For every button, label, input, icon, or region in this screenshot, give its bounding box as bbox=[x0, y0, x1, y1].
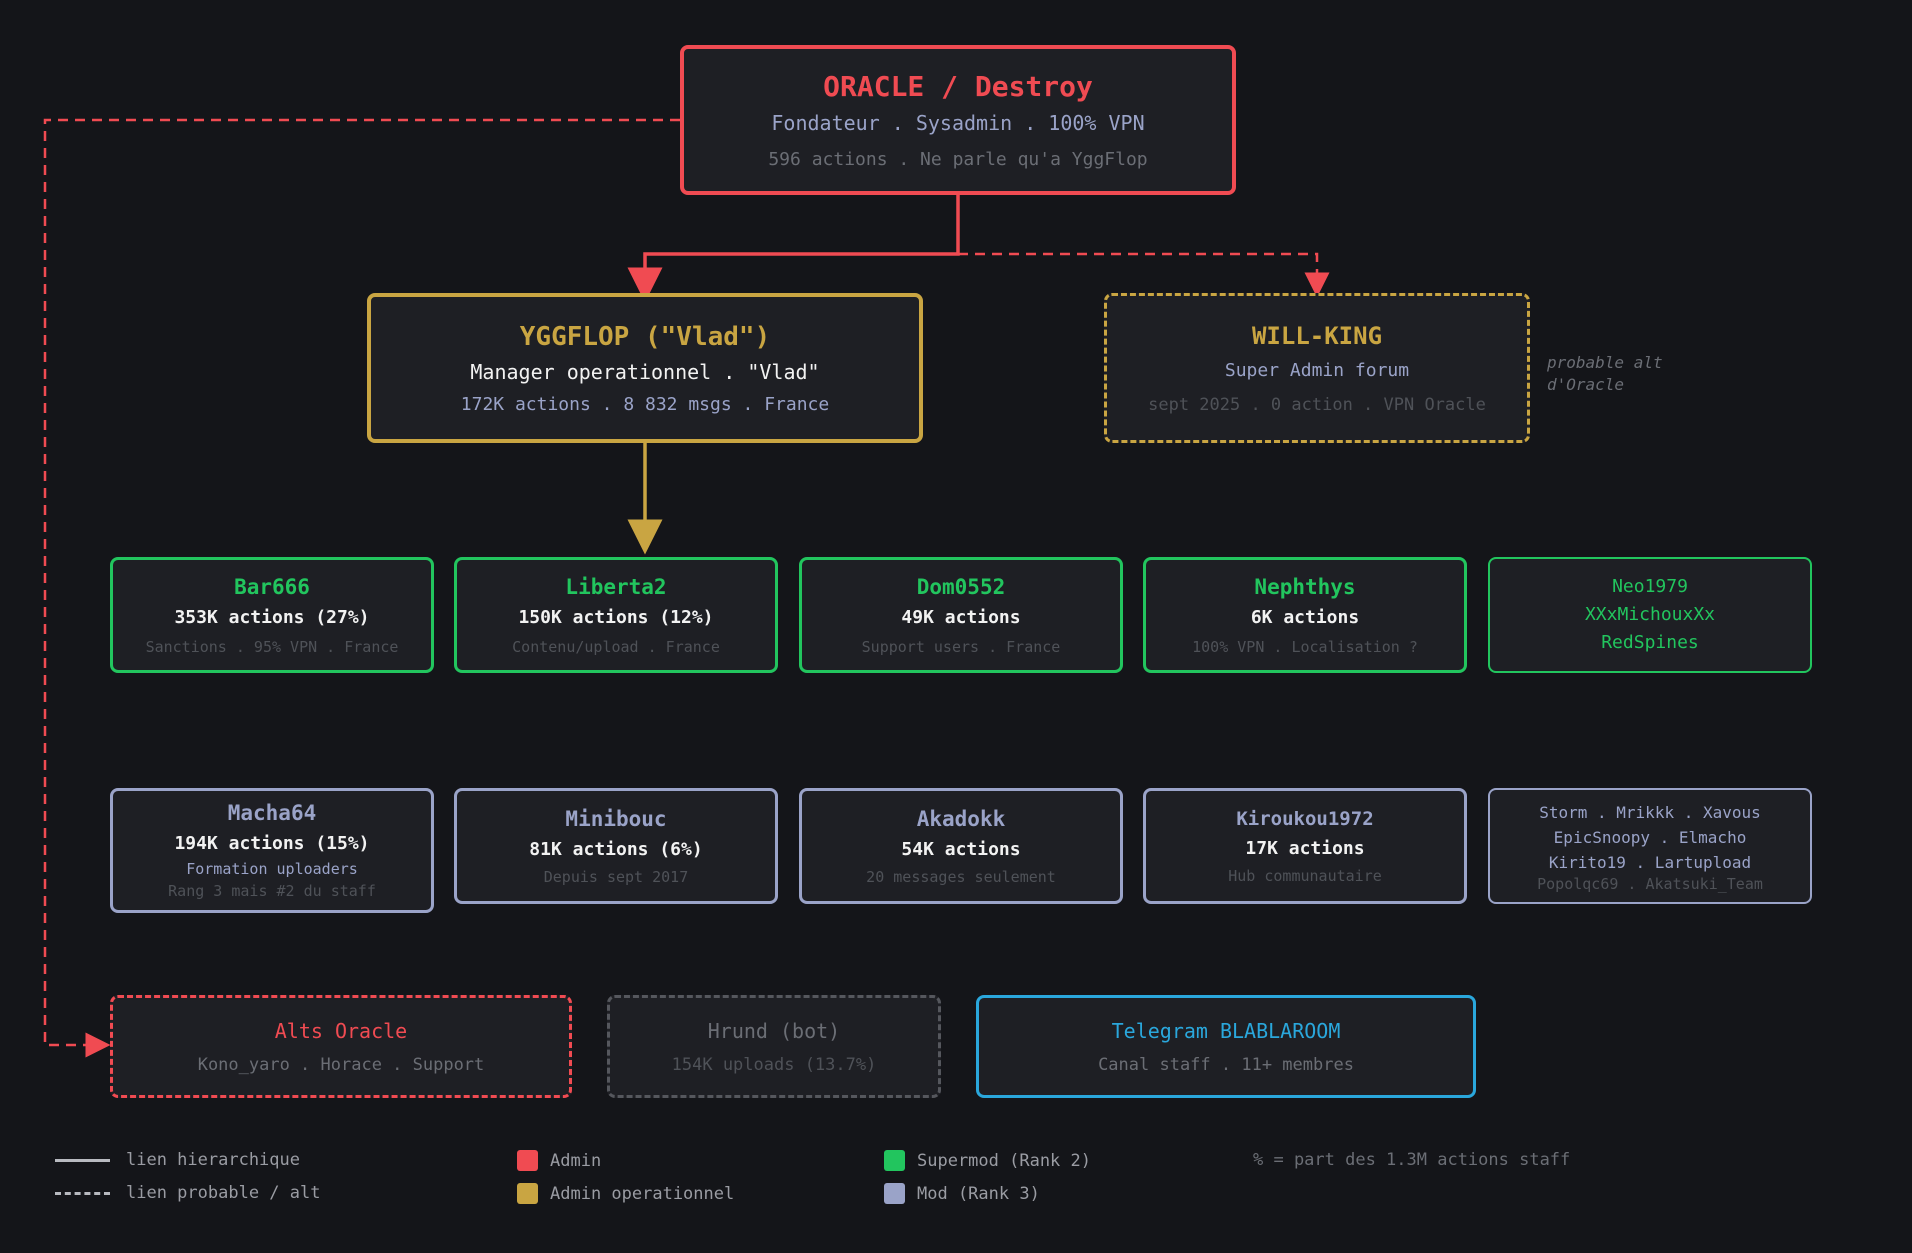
legend-solid: lien hierarchique bbox=[55, 1150, 300, 1170]
node-supermod-dom0552: Dom0552 49K actions Support users . Fran… bbox=[799, 557, 1123, 673]
supermod-meta: Contenu/upload . France bbox=[512, 637, 720, 656]
node-mod-macha64: Macha64 194K actions (15%) Formation upl… bbox=[110, 788, 434, 913]
telegram-meta: Canal staff . 11+ membres bbox=[1098, 1054, 1354, 1075]
mod-actions: 81K actions (6%) bbox=[529, 838, 703, 860]
legend-admin: Admin bbox=[517, 1150, 601, 1171]
supermod-name: Nephthys bbox=[1254, 574, 1356, 599]
alts-meta: Kono_yaro . Horace . Support bbox=[197, 1054, 485, 1075]
node-hrund-bot: Hrund (bot) 154K uploads (13.7%) bbox=[607, 995, 941, 1098]
supermod-other-name: RedSpines bbox=[1601, 632, 1699, 653]
willking-title: WILL-KING bbox=[1251, 321, 1383, 350]
mod-name: Kiroukou1972 bbox=[1236, 807, 1374, 830]
node-willking: WILL-KING Super Admin forum sept 2025 . … bbox=[1104, 293, 1530, 443]
supermod-name: Liberta2 bbox=[565, 574, 667, 599]
node-supermod-liberta2: Liberta2 150K actions (12%) Contenu/uplo… bbox=[454, 557, 778, 673]
mod-meta-secondary: Rang 3 mais #2 du staff bbox=[168, 882, 376, 900]
supermod-name: Dom0552 bbox=[916, 574, 1006, 599]
mod-name: Minibouc bbox=[565, 806, 667, 831]
supermod-meta: Support users . France bbox=[861, 637, 1061, 656]
willking-note-line1: probable alt bbox=[1547, 353, 1663, 372]
mod-other-names: Kirito19 . Lartupload bbox=[1548, 852, 1752, 872]
mod-meta: Hub communautaire bbox=[1228, 866, 1382, 885]
legend-solid-line bbox=[55, 1158, 110, 1162]
legend-supermod-swatch bbox=[884, 1150, 905, 1171]
mod-other-names: EpicSnoopy . Elmacho bbox=[1553, 827, 1747, 847]
oracle-meta: 596 actions . Ne parle qu'a YggFlop bbox=[768, 149, 1148, 170]
mod-name: Akadokk bbox=[916, 806, 1006, 831]
legend-dashed-label: lien probable / alt bbox=[126, 1183, 321, 1203]
node-supermod-bar666: Bar666 353K actions (27%) Sanctions . 95… bbox=[110, 557, 434, 673]
yggflop-title: YGGFLOP ("Vlad") bbox=[519, 321, 771, 352]
node-telegram: Telegram BLABLAROOM Canal staff . 11+ me… bbox=[976, 995, 1476, 1098]
legend-admin-op-swatch bbox=[517, 1183, 538, 1204]
hrund-title: Hrund (bot) bbox=[707, 1018, 841, 1043]
node-supermod-nephthys: Nephthys 6K actions 100% VPN . Localisat… bbox=[1143, 557, 1467, 673]
supermod-actions: 6K actions bbox=[1250, 606, 1360, 628]
node-alts-oracle: Alts Oracle Kono_yaro . Horace . Support bbox=[110, 995, 572, 1098]
supermod-name: Bar666 bbox=[234, 574, 310, 599]
legend-note-label: % = part des 1.3M actions staff bbox=[1253, 1150, 1571, 1170]
supermod-actions: 49K actions bbox=[901, 606, 1021, 628]
legend-admin-op: Admin operationnel bbox=[517, 1183, 734, 1204]
legend-supermod-label: Supermod (Rank 2) bbox=[917, 1150, 1091, 1171]
willking-note-line2: d'Oracle bbox=[1547, 375, 1625, 394]
supermod-meta: 100% VPN . Localisation ? bbox=[1192, 637, 1418, 656]
node-mod-minibouc: Minibouc 81K actions (6%) Depuis sept 20… bbox=[454, 788, 778, 904]
legend-mod: Mod (Rank 3) bbox=[884, 1183, 1040, 1204]
legend-note: % = part des 1.3M actions staff bbox=[1253, 1150, 1570, 1170]
mod-name: Macha64 bbox=[227, 801, 317, 825]
mod-actions: 54K actions bbox=[901, 838, 1021, 860]
yggflop-meta: 172K actions . 8 832 msgs . France bbox=[460, 393, 830, 415]
legend-dashed: lien probable / alt bbox=[55, 1183, 320, 1203]
node-yggflop: YGGFLOP ("Vlad") Manager operationnel . … bbox=[367, 293, 923, 443]
node-mod-kiroukou1972: Kiroukou1972 17K actions Hub communautai… bbox=[1143, 788, 1467, 904]
yggflop-role: Manager operationnel . "Vlad" bbox=[470, 359, 820, 384]
supermod-actions: 353K actions (27%) bbox=[174, 606, 370, 628]
node-oracle: ORACLE / Destroy Fondateur . Sysadmin . … bbox=[680, 45, 1236, 195]
legend-admin-op-label: Admin operationnel bbox=[550, 1183, 735, 1204]
legend-admin-swatch bbox=[517, 1150, 538, 1171]
node-mod-akadokk: Akadokk 54K actions 20 messages seulemen… bbox=[799, 788, 1123, 904]
alts-title: Alts Oracle bbox=[274, 1018, 408, 1043]
legend-mod-swatch bbox=[884, 1183, 905, 1204]
willking-role: Super Admin forum bbox=[1224, 359, 1410, 381]
mod-meta: Depuis sept 2017 bbox=[543, 867, 689, 886]
willking-note: probable alt d'Oracle bbox=[1547, 352, 1663, 396]
oracle-role: Fondateur . Sysadmin . 100% VPN bbox=[771, 111, 1145, 135]
legend-supermod: Supermod (Rank 2) bbox=[884, 1150, 1091, 1171]
mod-other-names: Storm . Mrikkk . Xavous bbox=[1539, 802, 1761, 822]
supermod-actions: 150K actions (12%) bbox=[518, 606, 714, 628]
node-mods-other: Storm . Mrikkk . Xavous EpicSnoopy . Elm… bbox=[1488, 788, 1812, 904]
mod-actions: 17K actions bbox=[1245, 837, 1365, 859]
willking-meta: sept 2025 . 0 action . VPN Oracle bbox=[1148, 394, 1486, 415]
link-oracle-willking bbox=[958, 252, 1330, 298]
link-oracle-yggflop bbox=[627, 195, 960, 303]
mod-meta: Formation uploaders bbox=[186, 860, 358, 878]
telegram-title: Telegram BLABLAROOM bbox=[1111, 1018, 1341, 1043]
oracle-title: ORACLE / Destroy bbox=[823, 70, 1093, 103]
legend-mod-label: Mod (Rank 3) bbox=[917, 1183, 1040, 1204]
link-oracle-alts bbox=[43, 118, 680, 1058]
supermod-meta: Sanctions . 95% VPN . France bbox=[145, 637, 399, 656]
legend-solid-label: lien hierarchique bbox=[126, 1150, 300, 1170]
supermod-other-name: Neo1979 bbox=[1612, 576, 1688, 597]
legend-admin-label: Admin bbox=[550, 1150, 602, 1171]
hrund-meta: 154K uploads (13.7%) bbox=[671, 1054, 877, 1075]
supermod-other-name: XXxMichouxXx bbox=[1584, 604, 1716, 625]
node-supermods-other: Neo1979 XXxMichouxXx RedSpines bbox=[1488, 557, 1812, 673]
mod-meta: 20 messages seulement bbox=[866, 867, 1056, 886]
legend-dashed-line bbox=[55, 1191, 110, 1195]
mod-other-names: Popolqc69 . Akatsuki_Team bbox=[1537, 874, 1763, 893]
mod-actions: 194K actions (15%) bbox=[174, 833, 370, 854]
